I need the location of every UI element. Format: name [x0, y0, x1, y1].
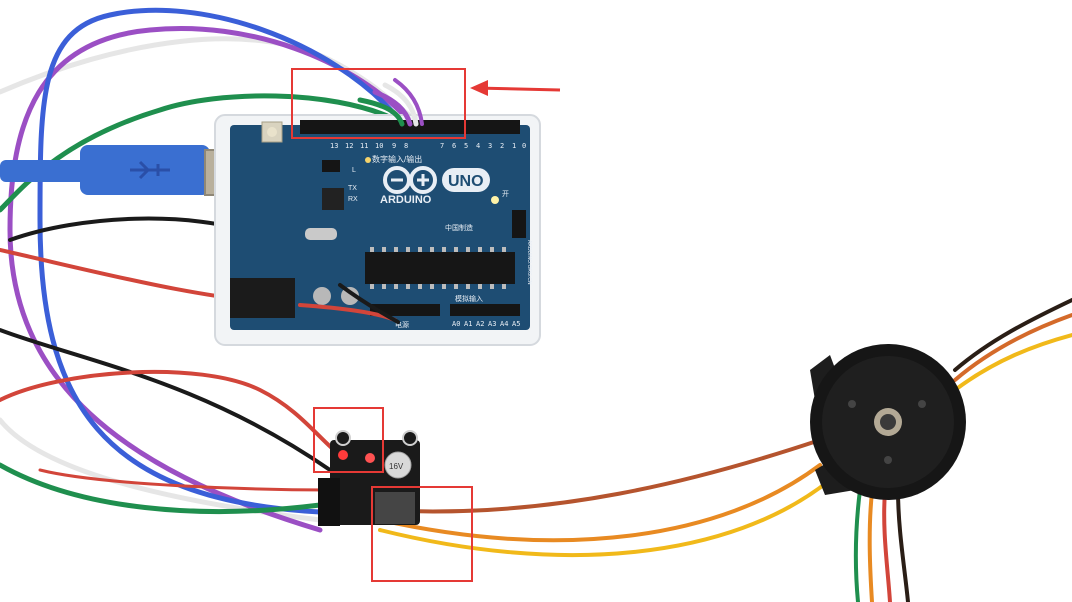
motor-driver-module: 16V — [318, 430, 420, 526]
analog-pin-a5: A5 — [512, 320, 520, 328]
digital-pin-9: 9 — [392, 142, 396, 150]
usb-cable-body — [0, 160, 90, 182]
digital-pin-3: 3 — [488, 142, 492, 150]
l-led — [365, 157, 371, 163]
green-wire-lower — [0, 462, 323, 514]
power-jack — [230, 278, 295, 318]
driver-capacitor-label: 16V — [389, 462, 404, 471]
motor-wire-right-1 — [953, 313, 1072, 382]
driver-capacitor: 16V — [384, 451, 412, 479]
usb-logo-icon — [130, 160, 170, 180]
arduino-logo-text: ARDUINO — [380, 194, 432, 206]
wires — [0, 7, 1072, 602]
atmega-chip — [365, 252, 515, 284]
plus-icon — [417, 174, 429, 186]
motor-wire-bottom-2 — [867, 490, 874, 602]
board-url: ARDUINO.ORG.CN — [526, 240, 532, 285]
motor-wire-bottom-3 — [882, 490, 892, 602]
motor-wire-right-2 — [953, 333, 1072, 392]
yellow-motor-wire — [378, 478, 832, 557]
analog-header-label: 模拟输入 — [455, 294, 483, 303]
analog-header — [450, 304, 520, 316]
digital-pin-11: 11 — [360, 142, 368, 150]
driver-input-header — [318, 478, 340, 526]
motor-wire-bottom-1 — [853, 488, 862, 602]
rx-label: RX — [348, 196, 358, 203]
bldc-motor — [810, 344, 966, 500]
highlight-driver-output — [371, 486, 473, 582]
crystal — [305, 228, 337, 240]
on-led-label: 开 — [502, 190, 509, 198]
digital-pin-4: 4 — [476, 142, 480, 150]
digital-pin-7: 7 — [440, 142, 444, 150]
annotations — [291, 68, 561, 582]
icsp-header — [512, 210, 526, 238]
motor-wire-right-3 — [953, 298, 1072, 372]
usb-chip — [322, 188, 344, 210]
analog-pin-a1: A1 — [464, 320, 472, 328]
icsp-header-2 — [322, 160, 340, 172]
driver-mount-hole-left — [335, 430, 351, 446]
power-wire-ends — [298, 283, 400, 324]
purple-wire — [7, 25, 408, 533]
on-led — [491, 196, 499, 204]
orange-motor-wire — [378, 463, 822, 543]
digital-pin-8: 8 — [404, 142, 408, 150]
arduino-logo: ARDUINO — [380, 166, 437, 206]
uno-badge: UNO — [442, 168, 490, 192]
driver-capacitor-shape — [384, 451, 412, 479]
reset-button-cap — [267, 127, 277, 137]
power-header-label: 电源 — [395, 320, 409, 329]
capacitor-1 — [313, 287, 331, 305]
digital-pin-10: 10 — [375, 142, 383, 150]
digital-pin-2: 2 — [500, 142, 504, 150]
red-wire-lower-2 — [38, 468, 332, 492]
digital-pin-12: 12 — [345, 142, 353, 150]
brown-motor-wire — [378, 438, 822, 514]
power-header — [370, 304, 440, 316]
analog-pin-a0: A0 — [452, 320, 460, 328]
analog-pin-a2: A2 — [476, 320, 484, 328]
digital-pin-5: 5 — [464, 142, 468, 150]
analog-pin-labels: A0 A1 A2 A3 A4 A5 — [452, 320, 520, 328]
annotation-arrow-icon — [474, 86, 561, 92]
digital-header-label: 数字输入/输出 — [372, 154, 422, 164]
driver-mount-hole-right — [402, 430, 418, 446]
motor-shaft-hole — [880, 414, 896, 430]
uno-badge-shape — [442, 168, 490, 192]
highlight-driver-input — [313, 407, 384, 473]
motor-screw-1 — [884, 456, 892, 464]
digital-pin-6: 6 — [452, 142, 456, 150]
driver-led-red — [338, 450, 348, 460]
analog-pin-a4: A4 — [500, 320, 508, 328]
motor-wire-bottom-4 — [896, 488, 910, 602]
l-led-label: L — [352, 167, 356, 174]
blue-wire — [37, 7, 401, 515]
motor-screw-3 — [918, 400, 926, 408]
header-wire-ends — [357, 78, 424, 127]
highlight-digital-header — [291, 68, 466, 139]
arduino-logo-right-ring — [409, 166, 437, 194]
driver-output-connector — [375, 492, 415, 524]
digital-pin-1: 1 — [512, 142, 516, 150]
driver-led-red-2 — [365, 453, 375, 463]
digital-pin-labels: 13 12 11 10 9 8 7 6 5 4 3 2 1 0 — [330, 142, 526, 150]
green-wire — [0, 93, 395, 213]
analog-pin-a3: A3 — [488, 320, 496, 328]
red-wire-lower — [0, 369, 342, 457]
digital-pin-0: 0 — [522, 142, 526, 150]
black-wire-lower — [0, 328, 332, 472]
uno-model-text: UNO — [448, 173, 484, 190]
made-in-label: 中国制造 — [445, 223, 473, 232]
tx-label: TX — [348, 185, 357, 192]
motor-screw-2 — [848, 400, 856, 408]
atmega-pins — [370, 247, 506, 289]
annotation-arrowhead-icon — [470, 80, 488, 96]
digital-pin-13: 13 — [330, 142, 338, 150]
